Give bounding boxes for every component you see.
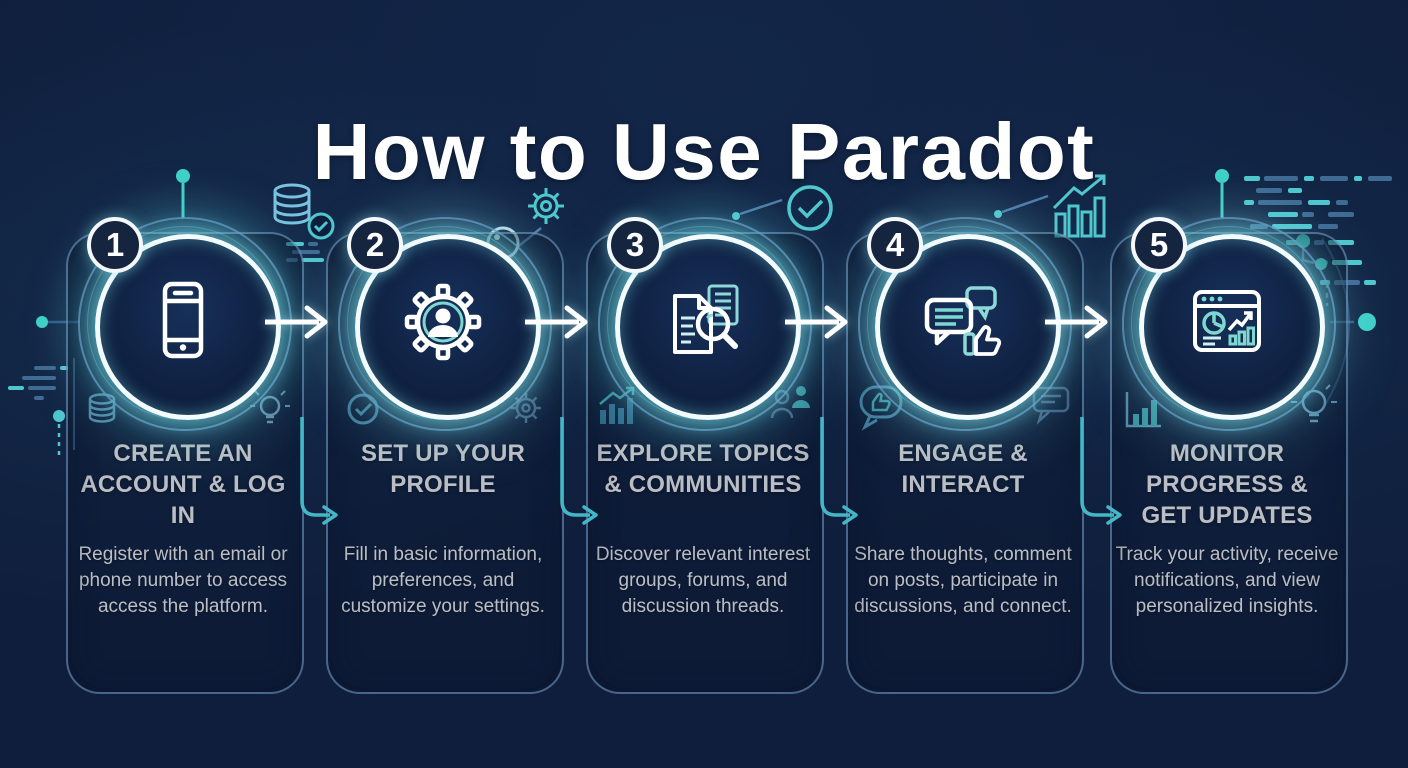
step-number-badge: 4 xyxy=(867,217,923,273)
step-number-badge: 5 xyxy=(1131,217,1187,273)
step-description: Share thoughts, comment on posts, partic… xyxy=(854,544,1072,617)
step-title: CREATE AN ACCOUNT & LOG IN xyxy=(80,440,286,529)
smartphone-icon xyxy=(135,274,231,370)
outer-ring xyxy=(1122,217,1336,431)
step-title: MONITOR PROGRESS & GET UPDATES xyxy=(1141,440,1313,529)
document-search-icon xyxy=(655,274,751,370)
step-number-badge: 3 xyxy=(607,217,663,273)
connector-line xyxy=(732,198,783,220)
gear-user-icon xyxy=(395,274,491,370)
step-description: Discover relevant interest groups, forum… xyxy=(595,544,811,617)
step-number-badge: 2 xyxy=(347,217,403,273)
flow-arrow xyxy=(1045,305,1108,339)
step-title: ENGAGE & INTERACT xyxy=(898,440,1028,498)
page-title: How to Use Paradot xyxy=(312,106,1096,196)
flow-arrow xyxy=(785,305,848,339)
step-description: Fill in basic information, preferences, … xyxy=(341,544,545,617)
step-description: Register with an email or phone number t… xyxy=(78,544,288,617)
dashboard-analytics-icon xyxy=(1179,274,1275,370)
step-description: Track your activity, receive notificatio… xyxy=(1115,544,1339,617)
flow-arrow xyxy=(525,305,588,339)
step-number-badge: 1 xyxy=(87,217,143,273)
step-title: SET UP YOUR PROFILE xyxy=(360,440,526,498)
step-title: EXPLORE TOPICS & COMMUNITIES xyxy=(596,440,810,498)
chat-thumbsup-icon xyxy=(915,274,1011,370)
flow-arrow xyxy=(265,305,328,339)
